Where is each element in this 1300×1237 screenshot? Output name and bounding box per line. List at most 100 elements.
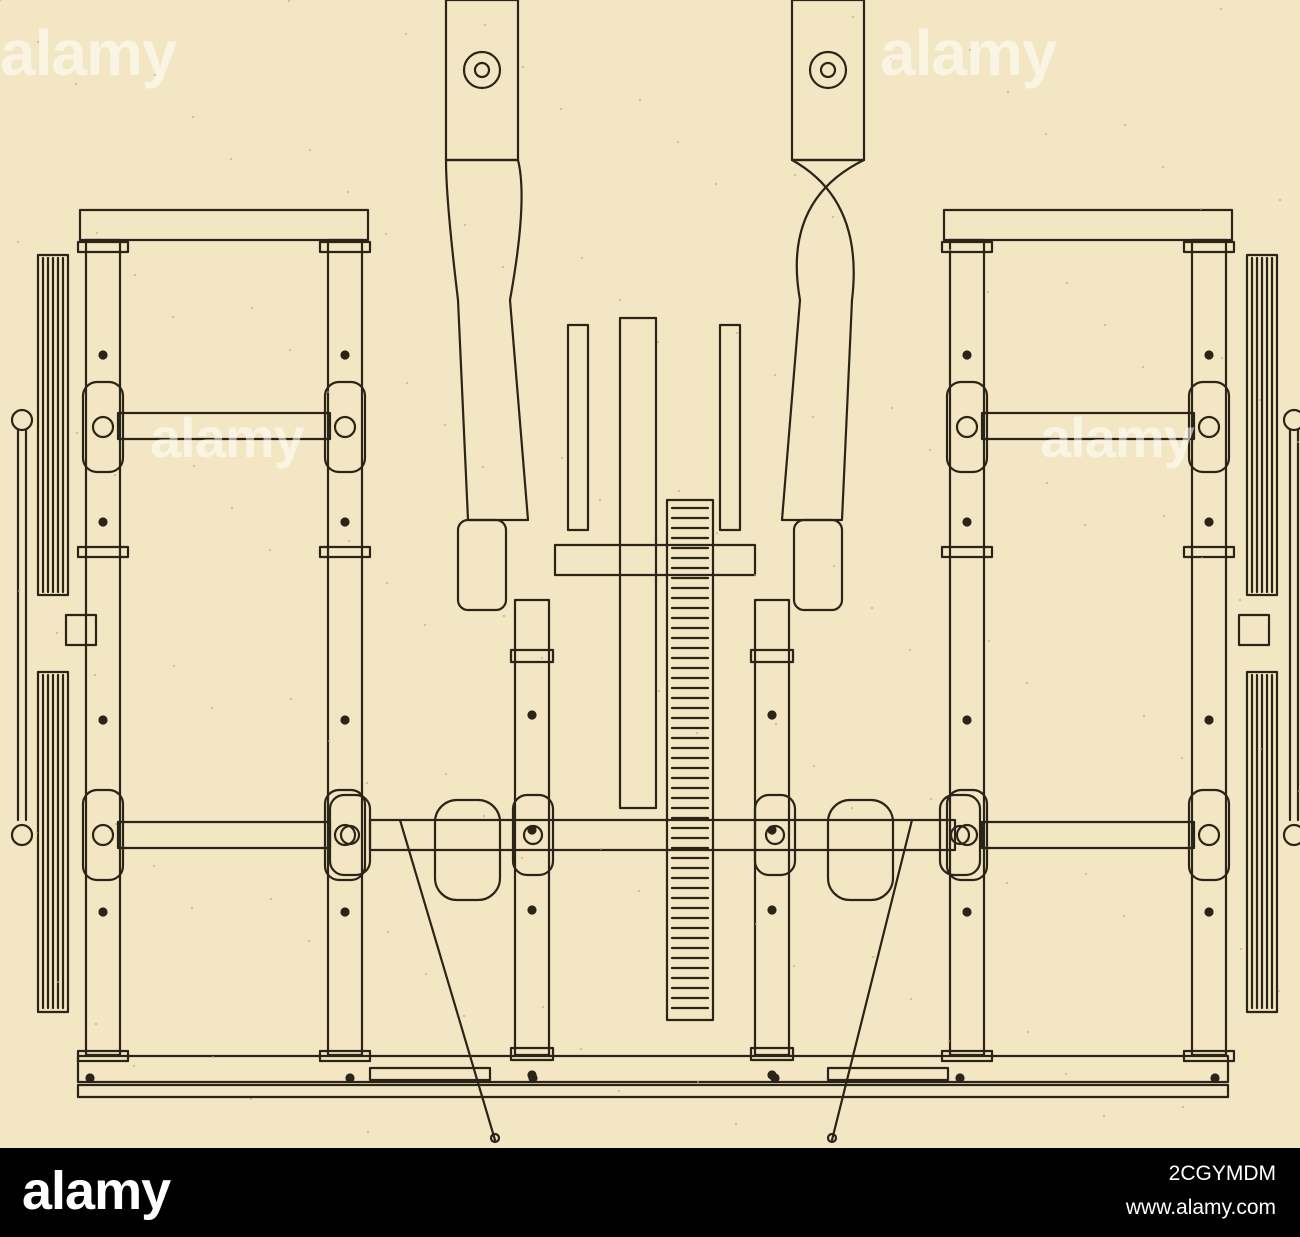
site-url: www.alamy.com (1125, 1196, 1276, 1219)
paper-speck (36, 832, 38, 834)
upper-arm (790, 0, 866, 162)
paper-speck (18, 590, 20, 592)
lever-arm (780, 158, 866, 522)
paper-speck (1085, 873, 1087, 875)
paper-speck (366, 782, 368, 784)
rivet (98, 350, 108, 360)
paper-speck (560, 108, 562, 110)
bearing-block (323, 788, 367, 882)
rivet (1204, 350, 1214, 360)
bearing-block (938, 793, 982, 877)
rivet (767, 905, 777, 915)
paper-speck (173, 665, 175, 667)
paper-speck (153, 865, 155, 867)
paper-speck (327, 391, 329, 393)
paper-speck (76, 432, 78, 434)
paper-speck (793, 965, 795, 967)
paper-speck (872, 956, 874, 958)
paper-speck (94, 674, 96, 676)
paper-speck (968, 840, 970, 842)
lever-rack (368, 1066, 492, 1082)
post-collar (318, 240, 372, 254)
bearing-hole (949, 824, 971, 846)
paper-speck (154, 74, 156, 76)
paper-speck (1027, 1031, 1029, 1033)
paper-speck (812, 416, 814, 418)
paper-speck (37, 41, 39, 43)
pivot-hole (819, 61, 837, 79)
bearing-block (328, 793, 372, 877)
bearing-block (81, 380, 125, 474)
pulley-stack (36, 670, 70, 1014)
paper-speck (503, 615, 505, 617)
paper-speck (988, 640, 990, 642)
pulley-hub (1237, 613, 1271, 647)
paper-speck (716, 532, 718, 534)
image-id: 2CGYMDM (1168, 1162, 1276, 1185)
frame-post (326, 238, 364, 1057)
bearing-block (511, 793, 555, 877)
rivet (1204, 517, 1214, 527)
paper-speck (0, 0, 1, 1)
rivet (527, 710, 537, 720)
paper-speck (1065, 1073, 1067, 1075)
rivet (767, 1070, 777, 1080)
paper-speck (367, 1131, 369, 1133)
paper-speck (484, 24, 486, 26)
paper-speck (930, 798, 932, 800)
post-collar (940, 1049, 994, 1063)
paper-speck (288, 0, 290, 2)
paper-speck (949, 249, 951, 251)
paper-speck (522, 66, 524, 68)
paper-speck (1046, 482, 1048, 484)
paper-speck (75, 83, 77, 85)
paper-speck (1163, 515, 1165, 517)
paper-speck (871, 607, 873, 609)
rivet (98, 715, 108, 725)
rivet (340, 517, 350, 527)
post-collar (509, 648, 555, 664)
cross-shaft (980, 820, 1196, 850)
paper-speck (212, 1056, 214, 1058)
post-collar (1182, 545, 1236, 559)
post-collar (749, 648, 795, 664)
paper-speck (386, 582, 388, 584)
paper-speck (348, 540, 350, 542)
rivet (98, 907, 108, 917)
paper-speck (464, 224, 466, 226)
rivet (527, 1070, 537, 1080)
paper-speck (211, 707, 213, 709)
paper-speck (230, 158, 232, 160)
shift-lever (398, 818, 497, 1142)
base-frame-plate (76, 1054, 1230, 1084)
paper-speck (114, 474, 116, 476)
pulley-stack (1245, 670, 1279, 1014)
paper-speck (677, 141, 679, 143)
center-plate (618, 316, 658, 810)
paper-speck (639, 99, 641, 101)
paper-speck (425, 973, 427, 975)
paper-speck (172, 316, 174, 318)
paper-speck (1298, 790, 1300, 792)
paper-speck (502, 266, 504, 268)
paper-speck (96, 232, 98, 234)
paper-speck (987, 291, 989, 293)
bearing-block (945, 788, 989, 882)
paper-speck (1084, 524, 1086, 526)
top-frame-bar (78, 208, 370, 242)
alamy-logo: alamy (22, 1161, 171, 1221)
clutch-drum (433, 798, 502, 902)
paper-speck (542, 1006, 544, 1008)
rivet (340, 907, 350, 917)
bearing-hole (91, 415, 115, 439)
rivet (85, 1073, 95, 1083)
paper-speck (1006, 882, 1008, 884)
paper-speck (269, 549, 271, 551)
rivet (345, 1073, 355, 1083)
paper-speck (308, 940, 310, 942)
bearing-block (753, 793, 797, 877)
paper-speck (231, 507, 233, 509)
paper-speck (250, 1098, 252, 1100)
paper-speck (191, 907, 193, 909)
paper-speck (890, 58, 892, 60)
